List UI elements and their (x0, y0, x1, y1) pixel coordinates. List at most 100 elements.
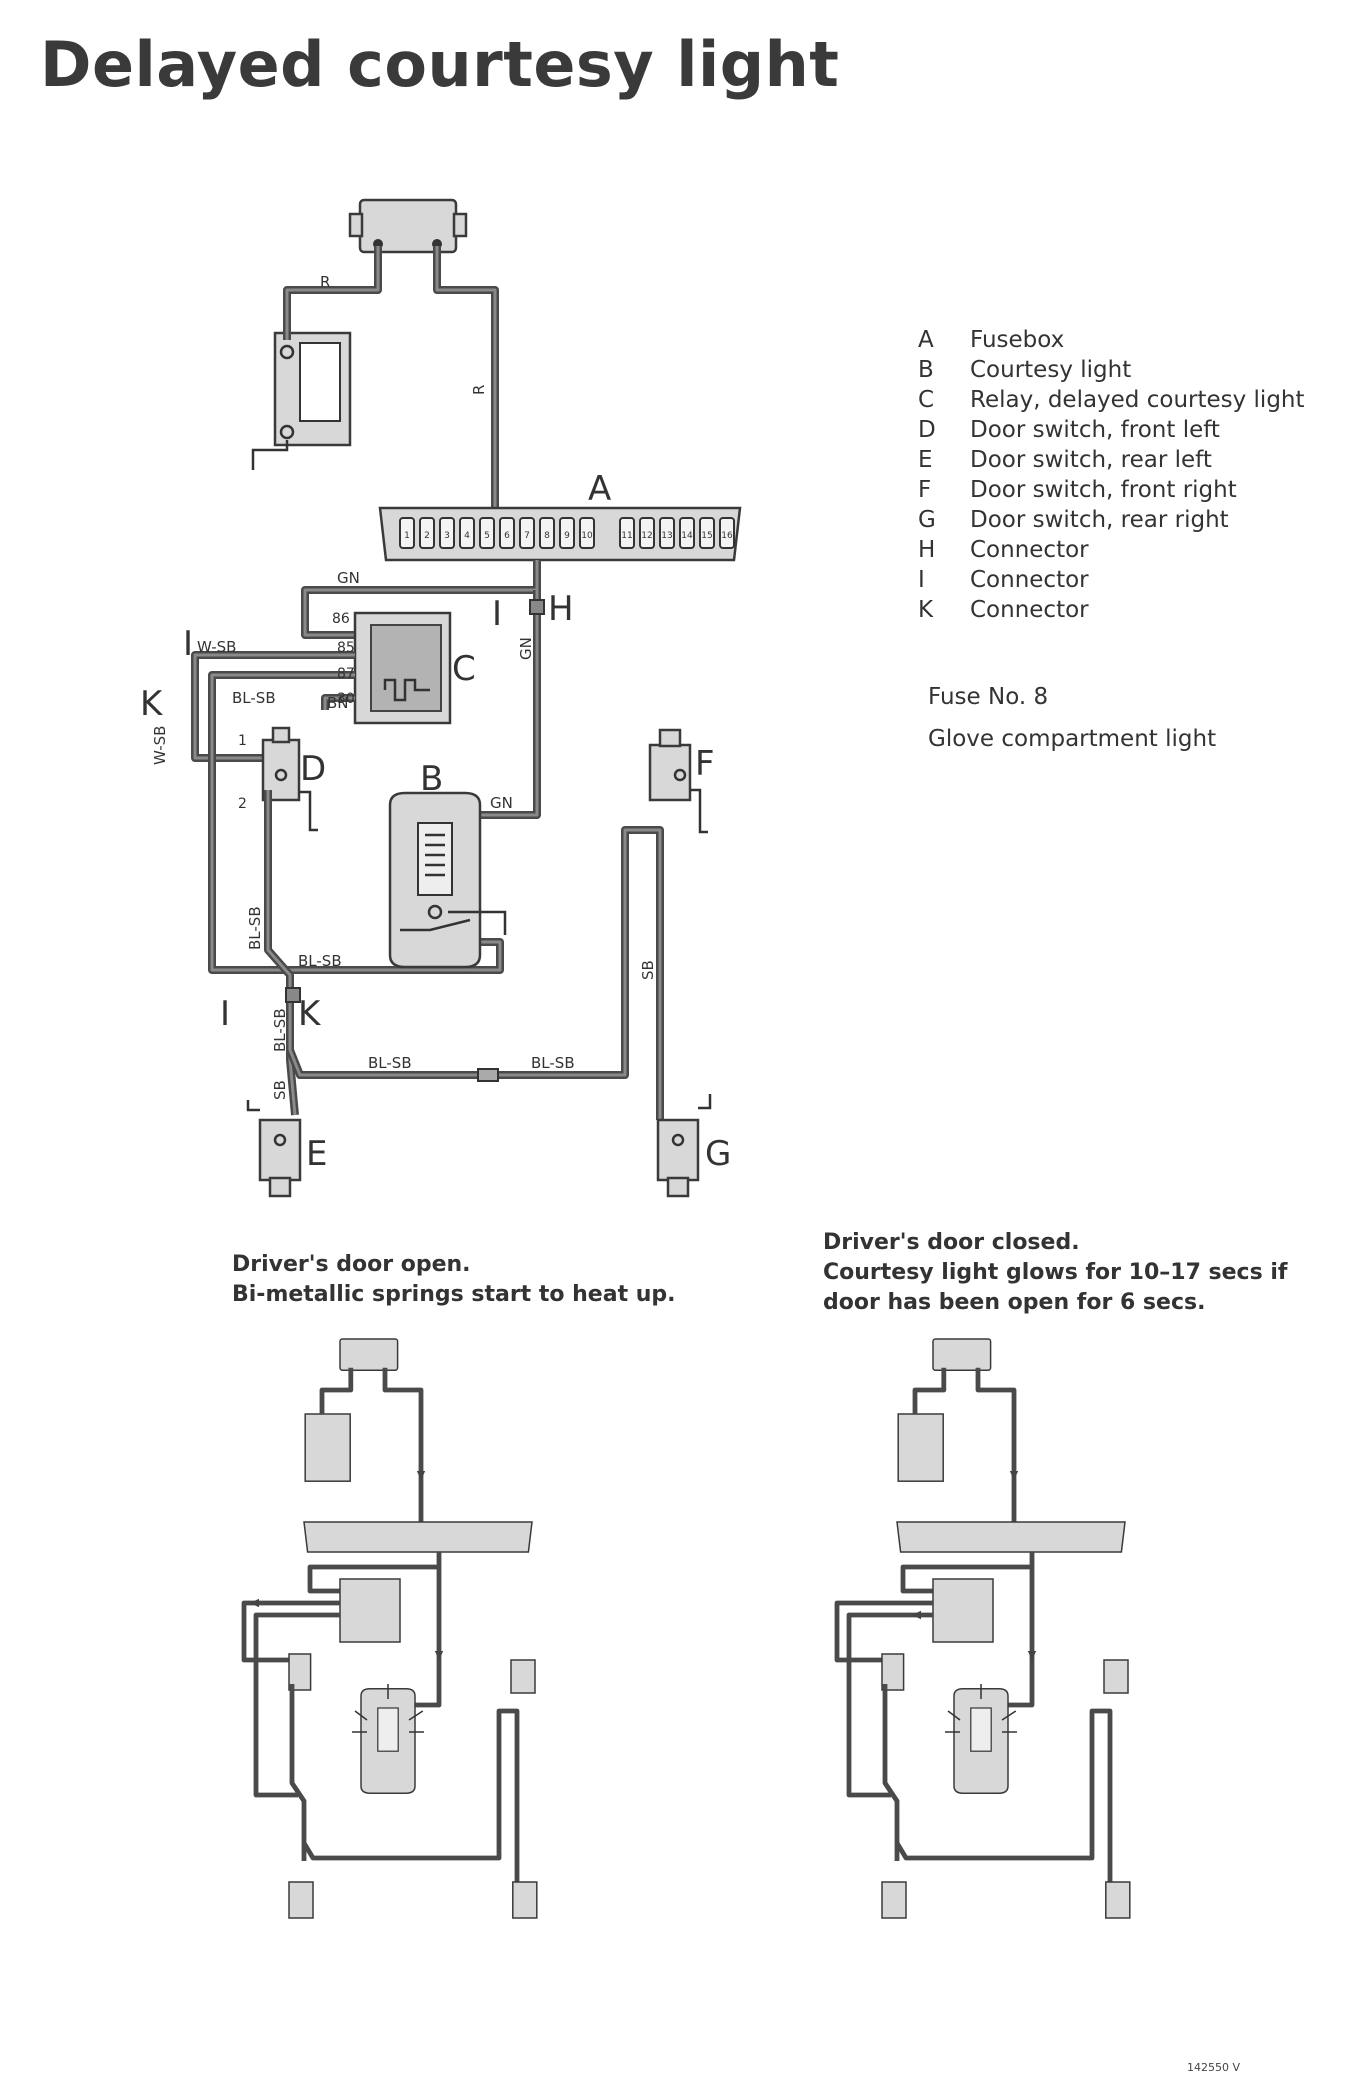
fuse-number-label: 11 (621, 531, 632, 541)
battery (251, 331, 352, 470)
legend-row: K Connector (918, 595, 1305, 625)
fuse-note: Fuse No. 8 Glove compartment light (928, 684, 1216, 752)
fuse-number: Fuse No. 8 (928, 684, 1049, 710)
caption-line: Driver's door closed. (823, 1230, 1080, 1255)
wire-w-sb (191, 651, 355, 762)
fuse-number-label: 5 (484, 531, 490, 541)
caption-line: Driver's door open. (232, 1252, 471, 1277)
fuse-number-label: 4 (464, 531, 470, 541)
wire-label-bn: BN (327, 694, 349, 712)
legend-label: Fusebox (970, 327, 1065, 353)
legend-key: E (918, 447, 933, 473)
fuse-cell (679, 517, 695, 549)
courtesy-light (388, 791, 507, 969)
caption-line: door has been open for 6 secs. (823, 1290, 1206, 1315)
page-title: Delayed courtesy light (40, 28, 840, 101)
door-switch-rear-left (246, 1100, 302, 1198)
connector-marks (285, 599, 545, 1003)
fuse-cell (699, 517, 715, 549)
caption-line: Courtesy light glows for 10–17 secs if (823, 1260, 1288, 1285)
legend-label: Door switch, front right (970, 477, 1237, 503)
fuse-number-label: 14 (681, 531, 693, 541)
fuse-description: Glove compartment light (928, 726, 1217, 752)
wire-label-bl-sb-3: BL-SB (298, 952, 342, 970)
legend-row: A Fusebox (918, 325, 1305, 355)
fuse-cell (419, 517, 435, 549)
relay-pin-30: 30 (337, 691, 355, 707)
fuse-number-label: 8 (544, 531, 550, 541)
wire-label-w-sb-1: W-SB (197, 638, 236, 656)
label-i-bottom: I (220, 994, 230, 1034)
wire-label-sb-2: SB (271, 1080, 289, 1100)
legend-label: Connector (970, 597, 1089, 623)
fuse-cell (579, 517, 595, 549)
legend-key: D (918, 417, 936, 443)
label-i-top: I (492, 594, 502, 634)
fuse-number-label: 2 (424, 531, 430, 541)
label-i-left: I (183, 624, 193, 664)
wire-bl-sb-bottom (286, 826, 664, 1120)
wire-d-to-k (264, 790, 299, 1116)
label-k-left: K (140, 684, 164, 724)
label-e: E (306, 1134, 327, 1174)
wire-label-bl-sb-2: BL-SB (246, 906, 264, 950)
label-f: F (695, 744, 715, 784)
legend-row: G Door switch, rear right (918, 505, 1305, 535)
fuse-cell (519, 517, 535, 549)
relay-pin-86: 86 (332, 611, 350, 627)
power-connector-top (348, 198, 468, 254)
relay (353, 611, 452, 725)
wire-label-gn-2: GN (517, 637, 535, 660)
fuse-number-label: 12 (641, 531, 652, 541)
switch-pin-2: 2 (238, 796, 247, 812)
label-h: H (548, 589, 574, 629)
legend-label: Courtesy light (970, 357, 1132, 383)
legend-key: K (918, 597, 934, 623)
label-g: G (705, 1134, 731, 1174)
legend-key: G (918, 507, 936, 533)
switch-pin-1: 1 (238, 733, 247, 749)
legend-key: I (918, 567, 925, 593)
wire-label-bl-sb-1: BL-SB (232, 689, 276, 707)
legend-label: Door switch, front left (970, 417, 1220, 443)
label-a: A (588, 469, 611, 509)
fuse-cell (499, 517, 515, 549)
fuse-cell (559, 517, 575, 549)
legend-label: Door switch, rear right (970, 507, 1229, 533)
fuse-cell (439, 517, 455, 549)
fuse-cell (399, 517, 415, 549)
relay-pin-87: 87 (337, 666, 355, 682)
wire-label-gn-1: GN (337, 569, 360, 587)
label-k-bottom: K (298, 994, 322, 1034)
wire-label-r-1: R (320, 273, 330, 291)
label-b: B (420, 759, 443, 799)
legend-row: D Door switch, front left (918, 415, 1305, 445)
legend-key: A (918, 327, 934, 353)
fuse-number-label: 15 (701, 531, 712, 541)
wire-label-bl-sb-6: BL-SB (531, 1054, 575, 1072)
fuse-cell (659, 517, 675, 549)
legend-key: H (918, 537, 936, 563)
caption-line: Bi-metallic springs start to heat up. (232, 1282, 676, 1307)
fuse-number-label: 1 (404, 531, 410, 541)
caption-door-open: Driver's door open. Bi-metallic springs … (232, 1250, 676, 1310)
fuse-cell (719, 517, 735, 549)
label-d: D (300, 749, 326, 789)
legend-row: I Connector (918, 565, 1305, 595)
wire-gn (301, 560, 541, 819)
fuse-cell (459, 517, 475, 549)
legend-label: Door switch, rear left (970, 447, 1212, 473)
wire-power-r (283, 246, 499, 515)
fuse-number-label: 7 (524, 531, 530, 541)
wire-label-bl-sb-5: BL-SB (368, 1054, 412, 1072)
label-c: C (452, 649, 476, 689)
legend-label: Connector (970, 567, 1089, 593)
